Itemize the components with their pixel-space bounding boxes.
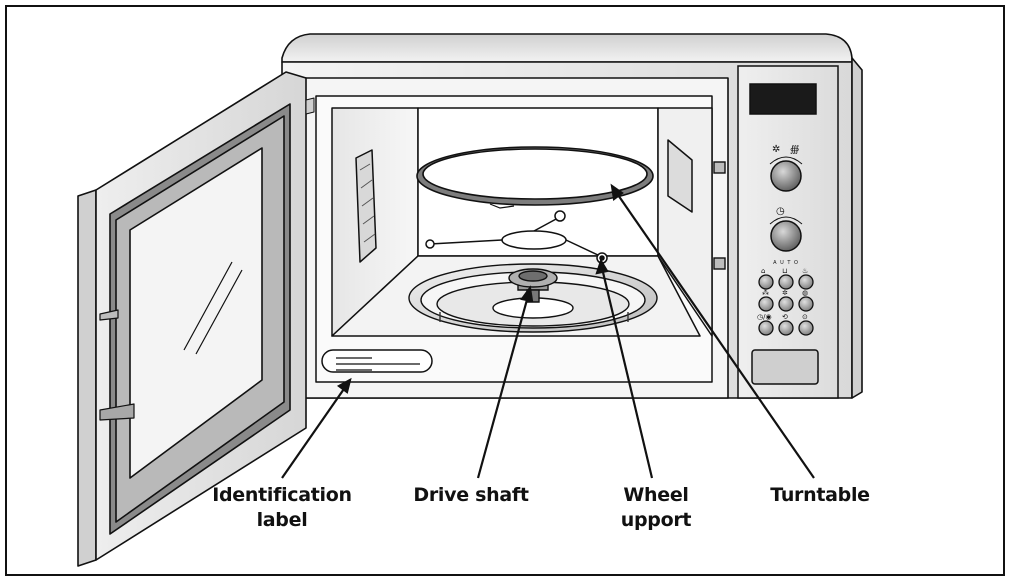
identification-caption-line1: Identification <box>212 484 352 506</box>
turntable-caption: Turntable <box>760 483 880 508</box>
auto-text: A U T O <box>773 260 799 266</box>
button-icons: ⌂ ⊔ ♨ ⁂ ✲ ◍ ◷/◉ ⟲ ⊙ <box>757 267 808 321</box>
svg-text:∰: ∰ <box>790 145 800 155</box>
control-panel: ✲ ∰ ◷ A U T O ⌂ ⊔ ♨ ⁂ ✲ ◍ ◷/◉ ⟲ ⊙ <box>737 65 839 399</box>
wheel-support <box>425 210 608 264</box>
turntable-caption-text: Turntable <box>770 484 870 506</box>
turntable <box>416 146 654 209</box>
open-door <box>77 71 315 567</box>
function-buttons <box>758 274 814 336</box>
door-release-button <box>751 349 819 385</box>
display-window <box>749 83 817 115</box>
drive-shaft-caption: Drive shaft <box>396 483 546 508</box>
drive-shaft <box>508 268 558 303</box>
identification-label-caption: Identification label <box>202 483 362 533</box>
power-knob <box>770 160 802 192</box>
svg-text:⊙: ⊙ <box>802 313 808 321</box>
svg-text:✲: ✲ <box>772 144 780 155</box>
wheel-caption-line2: upport <box>620 509 692 531</box>
svg-text:⊔: ⊔ <box>782 267 787 275</box>
svg-text:◍: ◍ <box>802 289 808 297</box>
leader-lines <box>281 183 815 479</box>
timer-knob <box>770 220 802 252</box>
identification-label-plate <box>321 349 433 373</box>
svg-text:♨: ♨ <box>802 267 808 275</box>
wheel-support-caption: Wheel upport <box>608 483 704 533</box>
svg-text:⌂: ⌂ <box>761 267 765 275</box>
door-latch-holes <box>713 161 726 270</box>
svg-text:◷: ◷ <box>776 206 785 217</box>
svg-text:⟲: ⟲ <box>782 313 788 321</box>
svg-text:⁂: ⁂ <box>762 289 769 297</box>
diagram-frame <box>5 5 1005 576</box>
drive-shaft-caption-text: Drive shaft <box>413 484 529 506</box>
identification-caption-line2: label <box>256 509 308 531</box>
svg-text:✲: ✲ <box>782 289 788 297</box>
svg-text:◷/◉: ◷/◉ <box>757 313 772 321</box>
wheel-caption-line1: Wheel <box>623 484 689 506</box>
